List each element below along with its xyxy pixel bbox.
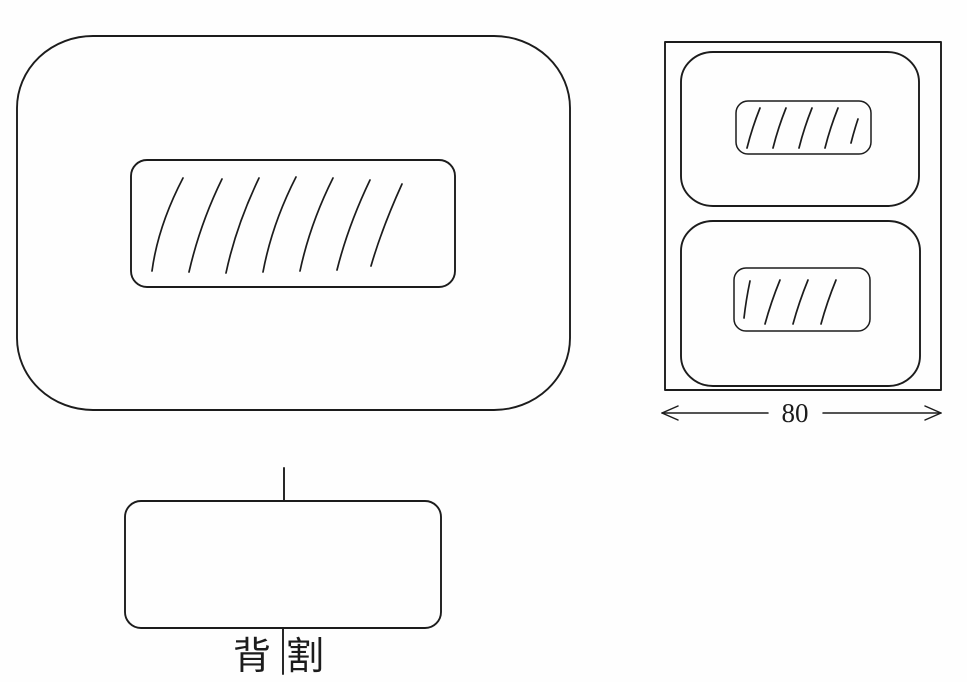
width-dimension: 80 — [661, 398, 942, 428]
plan-view — [16, 35, 571, 411]
end-view-frame — [664, 41, 942, 391]
plan-core-hatching — [151, 176, 403, 274]
end-view-stack — [664, 41, 942, 391]
hatch-stroke — [151, 177, 184, 272]
hatch-stroke — [336, 179, 371, 271]
arrowhead-left-icon — [661, 405, 679, 421]
end-core-bottom-outline — [733, 267, 871, 332]
hatch-stroke — [746, 107, 761, 149]
end-view-piece-top — [680, 51, 920, 207]
hatch-stroke — [824, 107, 839, 149]
hatch-stroke — [772, 107, 787, 149]
hatch-stroke — [798, 107, 813, 149]
end-core-top-outline — [735, 100, 872, 155]
hatch-stroke — [225, 177, 260, 274]
end-view-piece-bottom — [680, 220, 921, 387]
plan-core-outline — [130, 159, 456, 288]
hatch-stroke — [764, 279, 781, 325]
hatch-stroke — [370, 183, 403, 267]
hatch-stroke — [188, 178, 223, 273]
kerf-view: 背 割 — [124, 467, 442, 678]
hatch-stroke — [299, 177, 334, 272]
kerf-label-char-2: 割 — [286, 636, 324, 678]
hatch-stroke — [792, 279, 809, 325]
kerf-view-outline — [124, 500, 442, 629]
end-core-top-hatching — [746, 107, 859, 149]
plan-outline — [16, 35, 571, 411]
kerf-label-char-1: 背 — [233, 636, 271, 678]
hatch-stroke — [262, 176, 297, 273]
dimension-label: 80 — [782, 398, 809, 428]
hatch-stroke — [743, 280, 751, 319]
hatch-stroke — [820, 279, 837, 325]
hatch-stroke — [850, 118, 859, 144]
arrowhead-right-icon — [924, 405, 942, 421]
end-core-bottom-hatching — [743, 279, 837, 325]
